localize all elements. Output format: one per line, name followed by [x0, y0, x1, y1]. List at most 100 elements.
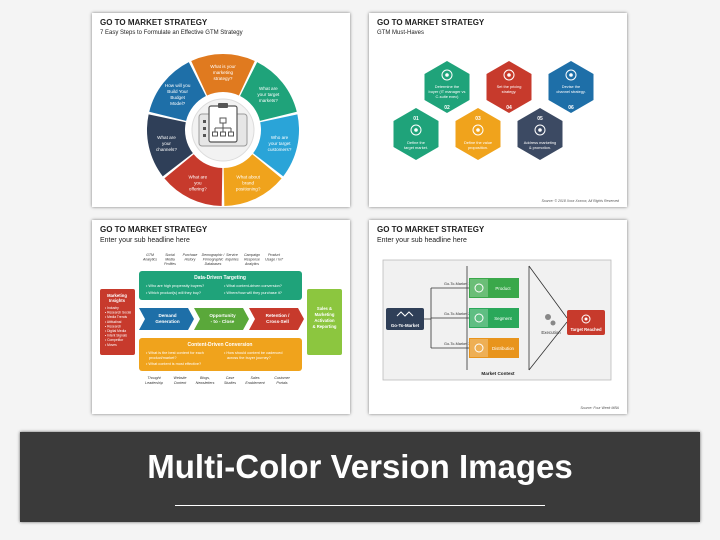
source-label: Inquiries — [225, 258, 238, 262]
slide-gtm-flow[interactable]: GO TO MARKET STRATEGY Enter your sub hea… — [92, 220, 350, 414]
banner-title: Multi-Color Version Images — [147, 448, 573, 485]
channel-icon — [565, 69, 577, 81]
source-label: Social — [165, 253, 175, 257]
segment-label: Build Your — [167, 89, 188, 94]
segment-label: brand — [242, 180, 254, 185]
source-label: Product — [268, 253, 281, 257]
slide-subtitle: Enter your sub headline here — [377, 237, 467, 244]
hex-number: 01 — [413, 116, 419, 122]
context-icon-bg — [470, 279, 488, 297]
source-label: Media — [165, 258, 175, 262]
arrow-label: Retention / — [266, 313, 290, 318]
arrow-label: - to - Close — [211, 319, 235, 324]
arrow-label: Demand — [158, 313, 176, 318]
route-label: Go-To-Market 3 — [444, 342, 470, 346]
target-icon-dot — [414, 128, 418, 132]
hexagon — [517, 108, 563, 160]
ddt-question: • Who are high propensity buyers? — [146, 284, 204, 288]
context-icon — [474, 283, 484, 293]
insights-item: • Digital Media — [105, 329, 126, 333]
context-box — [469, 338, 519, 358]
hex-label: Set the pricing — [497, 84, 522, 89]
source-label: Campaign — [244, 253, 260, 257]
source-label: Databases — [205, 262, 222, 266]
context-icon — [474, 343, 484, 353]
buyer-icon-dot — [445, 73, 449, 77]
source-label: Firmographic — [203, 258, 224, 262]
hex-label: C-suite exec) — [436, 94, 460, 99]
slide-title: GO TO MARKET STRATEGY — [100, 18, 208, 27]
context-box — [469, 278, 519, 298]
ddt-question: • Where/how will they purchase it? — [224, 291, 282, 295]
insights-title: Insights — [109, 298, 126, 303]
insights-item: • Intent Signals — [105, 334, 127, 338]
hexagon — [455, 108, 501, 160]
hex-label: target market. — [404, 145, 428, 150]
context-box-label: Segment — [494, 316, 512, 321]
hex-number: 02 — [444, 105, 450, 111]
org-node-icon — [220, 131, 226, 137]
sales-label: Marketing — [315, 312, 335, 317]
slide-title: GO TO MARKET STRATEGY — [100, 225, 208, 234]
ddt-question: • What content-driven conversion? — [224, 284, 282, 288]
hexagon — [393, 108, 439, 160]
target-reached-label: Target Reached — [570, 327, 602, 332]
context-box — [469, 308, 519, 328]
hex-number: 06 — [568, 105, 574, 111]
route-label: Go-To-Market 2 — [444, 312, 470, 316]
hex-number: 05 — [537, 116, 543, 122]
source-label: Service — [226, 253, 238, 257]
slide-gtm-steps[interactable]: GO TO MARKET STRATEGY 7 Easy Steps to Fo… — [92, 13, 350, 207]
segment-label: your target — [269, 141, 292, 146]
context-box-label: Product — [495, 286, 511, 291]
hex-label: Define the value — [464, 140, 492, 145]
wheel-segment — [253, 114, 299, 177]
insights-item: • Media Trends — [105, 315, 127, 319]
channel-label: Sales — [251, 376, 260, 380]
segment-label: strategy? — [214, 76, 233, 81]
source-label: GTM — [146, 253, 154, 257]
wheel-segment — [191, 54, 255, 96]
context-box-label: Distribution — [492, 346, 515, 351]
bullet-icon — [203, 127, 206, 130]
bullet-icon — [203, 134, 206, 137]
data-driven-targeting-box — [139, 271, 302, 300]
source-label: Response — [244, 258, 260, 262]
go-to-market-box — [386, 308, 424, 330]
context-icon — [474, 313, 484, 323]
execution-label: Execution — [541, 330, 561, 335]
slide-title: GO TO MARKET STRATEGY — [377, 225, 485, 234]
segment-label: channels? — [156, 147, 177, 152]
segment-label: marketing — [213, 70, 234, 75]
channel-label: Leadership — [145, 381, 163, 385]
segment-label: What are — [157, 135, 176, 140]
gtm-flow-diagram: GTMAnalyticsSocialMediaProfilesPurchaseH… — [100, 253, 342, 385]
slide-subtitle: GTM Must-Haves — [377, 30, 425, 36]
market-context-bracket — [466, 266, 530, 370]
buyer-icon — [441, 69, 453, 81]
target-icon — [581, 314, 591, 324]
wheel-segment — [164, 154, 223, 206]
channel-label: Thought — [147, 376, 161, 380]
network-icon — [396, 311, 414, 317]
context-icon-bg — [470, 309, 488, 327]
ddt-question: • Which product(s) will they buy? — [146, 291, 201, 295]
channel-icon-dot — [569, 73, 573, 77]
cdc-question: across the buyer journey? — [227, 356, 271, 360]
slide-subtitle: 7 Easy Steps to Formulate an Effective G… — [100, 30, 243, 36]
execution-icon — [550, 320, 556, 326]
promotion-icon — [534, 124, 546, 136]
insights-item: • Competitor — [105, 338, 124, 342]
source-note: Source: © 2018 Xxxx Xxxxxx, All Rights R… — [541, 199, 619, 203]
channel-label: Portals — [276, 381, 287, 385]
slide-gtm-context[interactable]: GO TO MARKET STRATEGY Enter your sub hea… — [369, 220, 627, 414]
segment-label: positioning? — [236, 186, 261, 191]
insights-item: • Research — [105, 324, 121, 328]
wheel-segment — [149, 62, 206, 121]
banner-underline — [175, 505, 545, 506]
hex-label: & promotion. — [529, 145, 551, 150]
slide-subtitle: Enter your sub headline here — [100, 237, 190, 244]
hex-label: Determine the — [435, 84, 459, 89]
sales-label: Sales & — [317, 306, 332, 311]
